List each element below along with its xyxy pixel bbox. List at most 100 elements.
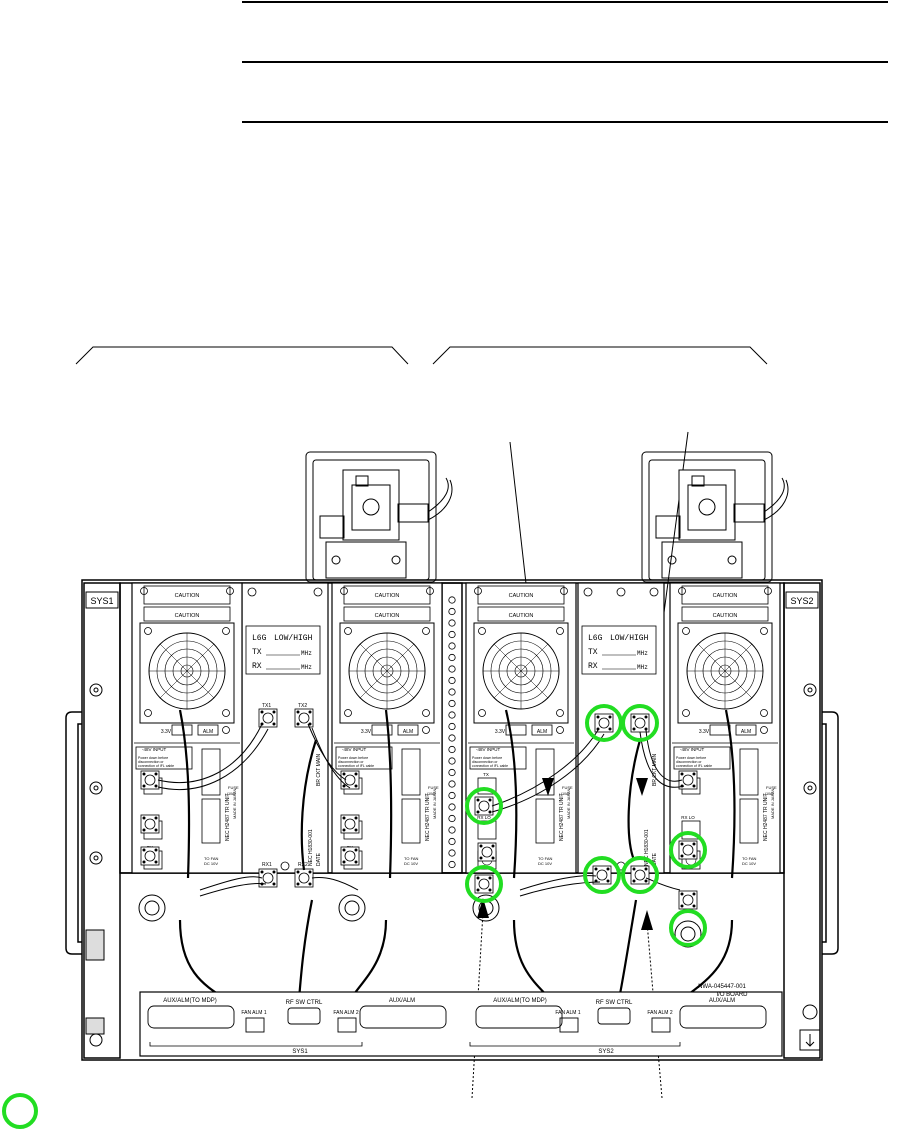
branch-right-part-no: NEC H1830-001 xyxy=(644,829,650,866)
perforation-hole xyxy=(448,849,456,857)
tr-unit-2-input-note-3: connection of IFL cable xyxy=(338,764,374,768)
branch-left-tx2-label: TX2 xyxy=(298,703,307,709)
sys2-badge-label: SYS2 xyxy=(790,596,813,606)
tr-unit-4-rx-lo-label: RX LO xyxy=(681,815,695,820)
branch-right-rx: RX xyxy=(588,662,598,671)
perforation-hole xyxy=(448,722,456,731)
handle-right xyxy=(822,711,839,955)
perforation-hole xyxy=(448,860,456,869)
tr-unit-1-input-label: -48V INPUT xyxy=(142,747,167,752)
frame-holes xyxy=(85,683,821,1051)
tr-unit-1-made-in-label: MADE IN JAPAN xyxy=(232,789,237,819)
sys1-badge-label: SYS1 xyxy=(90,596,113,606)
tr-unit-2-caution-label-2: CAUTION xyxy=(375,613,400,619)
thin-cables xyxy=(157,723,685,897)
tr-unit-2-input-label: -48V INPUT xyxy=(342,747,367,752)
perforation-hole xyxy=(448,619,456,627)
tr-unit-2-to-fan-label: TO FAN xyxy=(404,856,418,861)
tr-unit-3-rx-lo-label: RX LO xyxy=(477,815,491,820)
tr-unit-3-caution-label: CAUTION xyxy=(509,593,534,599)
tr-unit-4-caution-label-2: CAUTION xyxy=(713,613,738,619)
header-rules xyxy=(242,1,888,123)
connector-sys2-a-rx xyxy=(474,874,494,894)
tr-unit-3-fuse-rating-label: (10A) xyxy=(561,792,570,796)
highlight-branch-right-rx2 xyxy=(621,856,659,894)
perforation-hole xyxy=(448,711,456,719)
tr-unit-3-made-in-label: MADE IN JAPAN xyxy=(566,789,571,819)
tr-unit-1-dc10v-label: DC 10V xyxy=(204,861,218,866)
perforation-hole xyxy=(448,826,456,834)
tr-unit-4-fuse-rating-label: (10A) xyxy=(765,792,774,796)
io-board-number: NWA-045447-001 xyxy=(698,984,746,990)
perforation-hole xyxy=(448,814,456,823)
connector-sys1-a-rx xyxy=(140,846,160,866)
io-sys2-label: SYS2 xyxy=(598,1049,614,1055)
tr-unit-1-model-label: NEC H2487 TR UNIT xyxy=(225,793,231,841)
branch-left-br-ckt: BR CKT MAIN xyxy=(316,753,322,786)
branch-left-rx1-label: RX1 xyxy=(262,862,272,868)
branch-left-rx: RX xyxy=(252,662,262,671)
tr-unit-3-alm-label: ALM xyxy=(537,729,547,735)
highlight-branch-right-tx2 xyxy=(621,704,659,742)
connector-sys1-a-rxlo xyxy=(140,814,160,834)
perforation-hole xyxy=(448,757,456,765)
tr-unit-3-model-label: NEC H2487 TR UNIT xyxy=(559,793,565,841)
tr-unit-4-model-label: NEC H2487 TR UNIT xyxy=(763,793,769,841)
waveguide-switch-right xyxy=(641,451,789,583)
tr-unit-4-dc10v-label: DC 10V xyxy=(742,861,756,866)
branch-right-br-ckt: BR CKT MAIN xyxy=(652,753,658,786)
tr-unit-4-input-note-2: disconnection or xyxy=(676,760,702,764)
tr-unit-2-model-label: NEC H2487 TR UNIT xyxy=(425,793,431,841)
tr-unit-4-caution-label: CAUTION xyxy=(713,593,738,599)
branch-panel-left: L6G LOW/HIGH TX MHz RX MHz TX1 TX2 RX1 R… xyxy=(241,582,329,874)
legend-highlight-marker xyxy=(2,1093,38,1129)
perforation-hole xyxy=(448,734,456,742)
ifl-connectors xyxy=(138,894,702,948)
perforation-hole xyxy=(448,768,456,777)
branch-left-date: DATE xyxy=(316,852,322,866)
tr-unit-4-input-note-1: Power down before xyxy=(676,756,706,760)
bracket-right xyxy=(432,346,768,365)
highlight-sys2-b-tx xyxy=(669,831,707,869)
tr-unit-1-fuse-label: FUSE xyxy=(228,785,239,790)
io-aux-alm-to-mdp-1: AUX/ALM(TO MDP) xyxy=(163,998,217,1004)
branch-left-rx-mhz: MHz xyxy=(301,664,312,671)
tr-unit-3-input-label: -48V INPUT xyxy=(476,747,501,752)
tr-unit-2-caution-label: CAUTION xyxy=(375,593,400,599)
branch-left-tx: TX xyxy=(252,648,262,657)
highlight-sys2-a-tx xyxy=(465,787,503,825)
perforation-hole xyxy=(448,630,456,639)
io-fan-alm-1-b: FAN ALM 1 xyxy=(555,1010,581,1016)
connector-branch-right-rx1 xyxy=(592,865,612,885)
perforation-hole xyxy=(448,688,456,696)
io-sys1-label: SYS1 xyxy=(292,1049,308,1055)
connector-branch-right-tx1 xyxy=(594,713,614,733)
connector-branch-right-tx2 xyxy=(630,713,650,733)
tr-unit-3-tx-label: TX xyxy=(483,772,489,777)
sys2-badge: SYS2 xyxy=(785,591,819,609)
tr-unit-1-input-note-3: connection of IFL cable xyxy=(138,764,174,768)
connector-sys2-b-rx xyxy=(678,890,698,910)
io-rf-sw-ctrl-1: RF SW CTRL xyxy=(286,1000,323,1006)
io-fan-alm-1-a: FAN ALM 1 xyxy=(241,1010,267,1016)
tr-unit-4-input-label: -48V INPUT xyxy=(680,747,705,752)
branch-panel-right: L6G LOW/HIGH TX MHz RX MHz BR CKT MAIN N… xyxy=(577,582,665,874)
connector-branch-left-rx2 xyxy=(294,868,314,888)
perforation-hole xyxy=(448,780,456,788)
highlight-branch-right-rx1 xyxy=(583,856,621,894)
tr-unit-1-input-note-2: disconnection or xyxy=(138,760,164,764)
io-aux-alm-to-mdp-2: AUX/ALM(TO MDP) xyxy=(493,998,547,1004)
tr-unit-2-voltage-label: 3.3V xyxy=(361,729,372,735)
tr-unit-1-input-note-1: Power down before xyxy=(138,756,168,760)
perforation-hole xyxy=(448,837,456,846)
tr-unit-3-caution-label-2: CAUTION xyxy=(509,613,534,619)
tr-unit-1-to-fan-label: TO FAN xyxy=(204,856,218,861)
tr-unit-3-input-note-3: connection of IFL cable xyxy=(472,764,508,768)
tr-unit-3-fuse-label: FUSE xyxy=(562,785,573,790)
connector-sys1-b-rx xyxy=(340,846,360,866)
tr-unit-1-fuse-rating-label: (10A) xyxy=(227,792,236,796)
tr-unit-2-made-in-label: MADE IN JAPAN xyxy=(432,789,437,819)
perforation-hole xyxy=(448,596,456,604)
